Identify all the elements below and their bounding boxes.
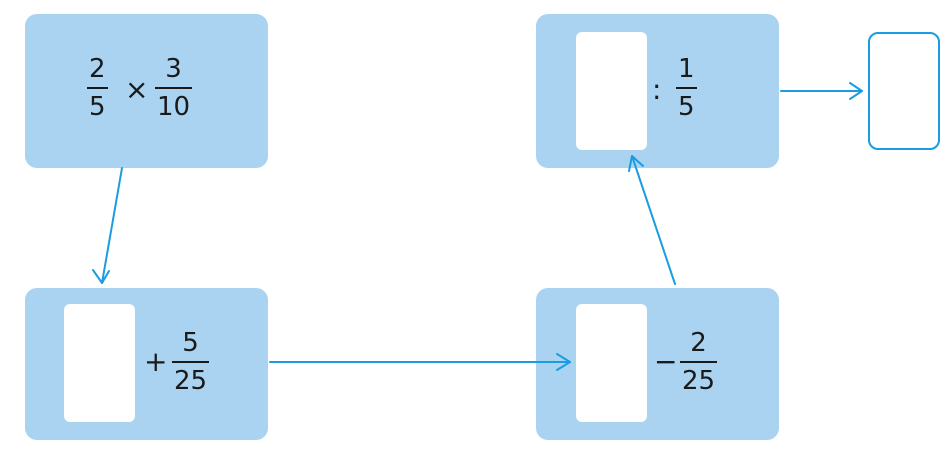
fraction-one-fifth: 1 5 (676, 56, 697, 120)
divide-operator: : (652, 73, 662, 106)
fraction-bar (680, 361, 718, 363)
minus-operator: − (654, 345, 678, 378)
arrow-subtract-to-divide (631, 155, 676, 285)
numerator: 3 (165, 54, 182, 84)
fraction-bar (172, 361, 210, 363)
denominator: 10 (157, 92, 191, 122)
fraction-bar (155, 87, 193, 89)
numerator: 2 (690, 328, 707, 358)
fraction-five-twentyfifths: 5 25 (172, 328, 210, 396)
numerator: 2 (89, 54, 106, 84)
arrowhead (849, 82, 863, 100)
final-result-blank[interactable] (868, 32, 940, 150)
fraction-two-twentyfifths: 2 25 (680, 328, 718, 396)
arrowhead (628, 155, 644, 172)
numerator: 1 (678, 54, 695, 84)
denominator: 5 (678, 92, 695, 122)
answer-blank-divide[interactable] (576, 32, 647, 150)
fraction-bar (676, 87, 697, 89)
answer-blank-add[interactable] (64, 304, 135, 422)
denominator: 25 (682, 366, 716, 396)
arrowhead (556, 353, 571, 371)
numerator: 5 (182, 328, 199, 358)
denominator: 25 (174, 366, 208, 396)
fraction-three-tenths: 3 10 (155, 54, 193, 122)
multiply-operator: × (125, 73, 149, 106)
denominator: 5 (89, 92, 106, 122)
fraction-bar (87, 87, 108, 89)
expression-box-multiply (25, 14, 268, 168)
plus-operator: + (144, 345, 168, 378)
arrowhead (92, 269, 110, 284)
answer-blank-subtract[interactable] (576, 304, 647, 422)
fraction-two-fifths: 2 5 (87, 56, 108, 120)
arrow-multiply-to-add (101, 167, 123, 284)
